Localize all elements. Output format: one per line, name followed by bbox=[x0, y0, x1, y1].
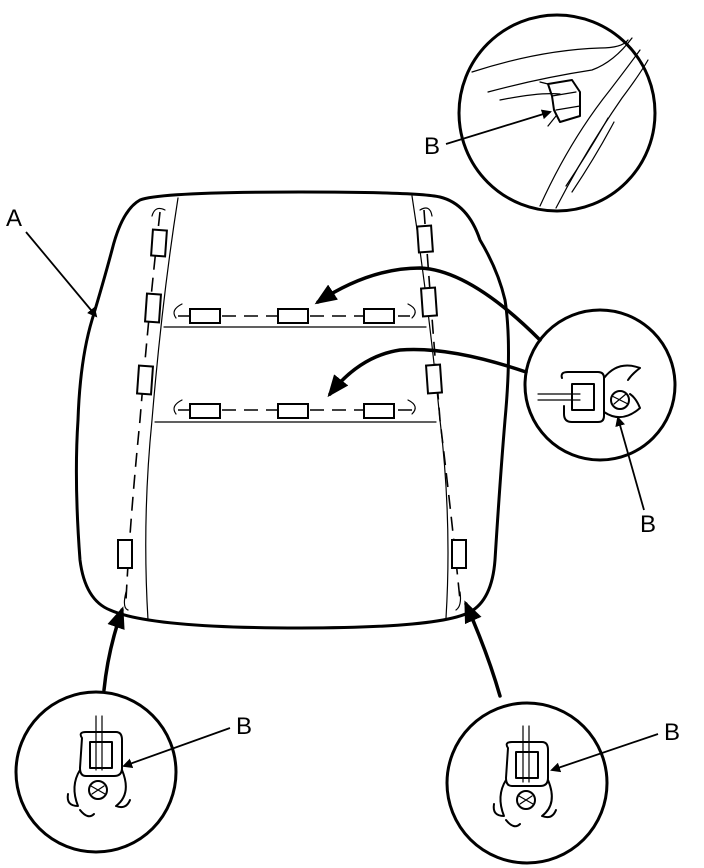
detail-circle-bottom-left bbox=[14, 690, 178, 854]
label-cover-a: A bbox=[6, 205, 22, 232]
leader-a bbox=[25, 231, 98, 318]
arrow-right-detail-upper bbox=[314, 266, 542, 342]
detail-circle-right bbox=[523, 308, 677, 462]
label-clip-right-b: B bbox=[640, 511, 656, 538]
detail-circle-bottom-right bbox=[445, 701, 609, 865]
leader-b-top bbox=[445, 109, 552, 145]
leader-b-bottom-left bbox=[122, 727, 231, 769]
leader-b-right bbox=[615, 416, 645, 511]
detail-circle-top bbox=[457, 13, 657, 213]
arrow-bottom-left-detail bbox=[102, 606, 125, 692]
seat-cushion-cover bbox=[74, 190, 510, 630]
leader-b-bottom-right bbox=[550, 733, 659, 773]
arrow-right-detail-lower bbox=[327, 347, 528, 398]
arrow-bottom-right-detail bbox=[464, 600, 502, 698]
label-clip-top-b: B bbox=[424, 133, 440, 160]
label-clip-bottom-right-b: B bbox=[664, 719, 680, 746]
label-clip-bottom-left-b: B bbox=[236, 713, 252, 740]
